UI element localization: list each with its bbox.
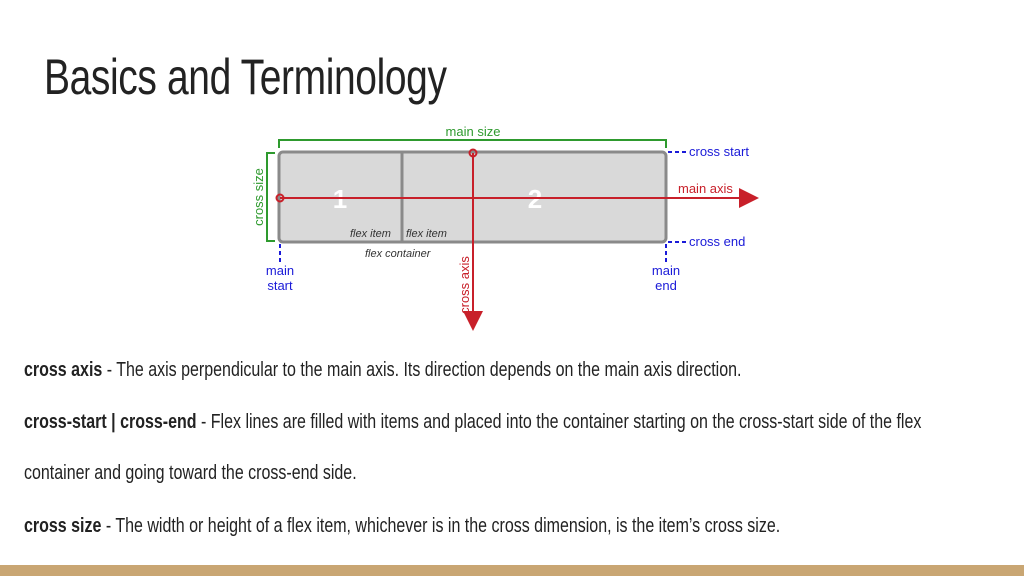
flex-item-label-2: flex item bbox=[406, 228, 447, 240]
definition-cross-size: cross size - The width or height of a fl… bbox=[24, 499, 976, 553]
bottom-accent-bar bbox=[0, 565, 1024, 576]
definition-term: cross axis bbox=[24, 359, 103, 381]
main-size-bracket bbox=[278, 139, 667, 148]
flex-item-label-1: flex item bbox=[350, 228, 391, 240]
main-end-label-2: end bbox=[655, 278, 677, 293]
main-axis-origin bbox=[275, 193, 285, 203]
flex-container-label: flex container bbox=[365, 248, 432, 260]
main-end-label-1: main bbox=[652, 263, 680, 278]
main-size-label: main size bbox=[446, 124, 501, 139]
definition-cross-start-end: cross-start | cross-end - Flex lines are… bbox=[24, 397, 976, 499]
cross-axis-label: cross axis bbox=[457, 256, 472, 314]
cross-start-label: cross start bbox=[689, 144, 749, 159]
definition-text: - Flex lines are filled with items and p… bbox=[24, 411, 922, 484]
cross-axis-origin bbox=[468, 148, 478, 158]
cross-size-bracket bbox=[266, 152, 275, 242]
definitions-list: cross axis - The axis perpendicular to t… bbox=[24, 343, 984, 553]
definition-cross-axis: cross axis - The axis perpendicular to t… bbox=[24, 343, 976, 397]
main-start-label-2: start bbox=[267, 278, 293, 293]
definition-term: cross size bbox=[24, 515, 102, 537]
main-axis-label: main axis bbox=[678, 181, 733, 196]
definition-text: - The axis perpendicular to the main axi… bbox=[102, 359, 742, 381]
cross-size-label: cross size bbox=[251, 168, 266, 226]
main-start-label-1: main bbox=[266, 263, 294, 278]
cross-end-label: cross end bbox=[689, 234, 745, 249]
definition-text: - The width or height of a flex item, wh… bbox=[101, 515, 781, 537]
definition-term: cross-start | cross-end bbox=[24, 411, 197, 433]
slide-title: Basics and Terminology bbox=[44, 49, 447, 105]
